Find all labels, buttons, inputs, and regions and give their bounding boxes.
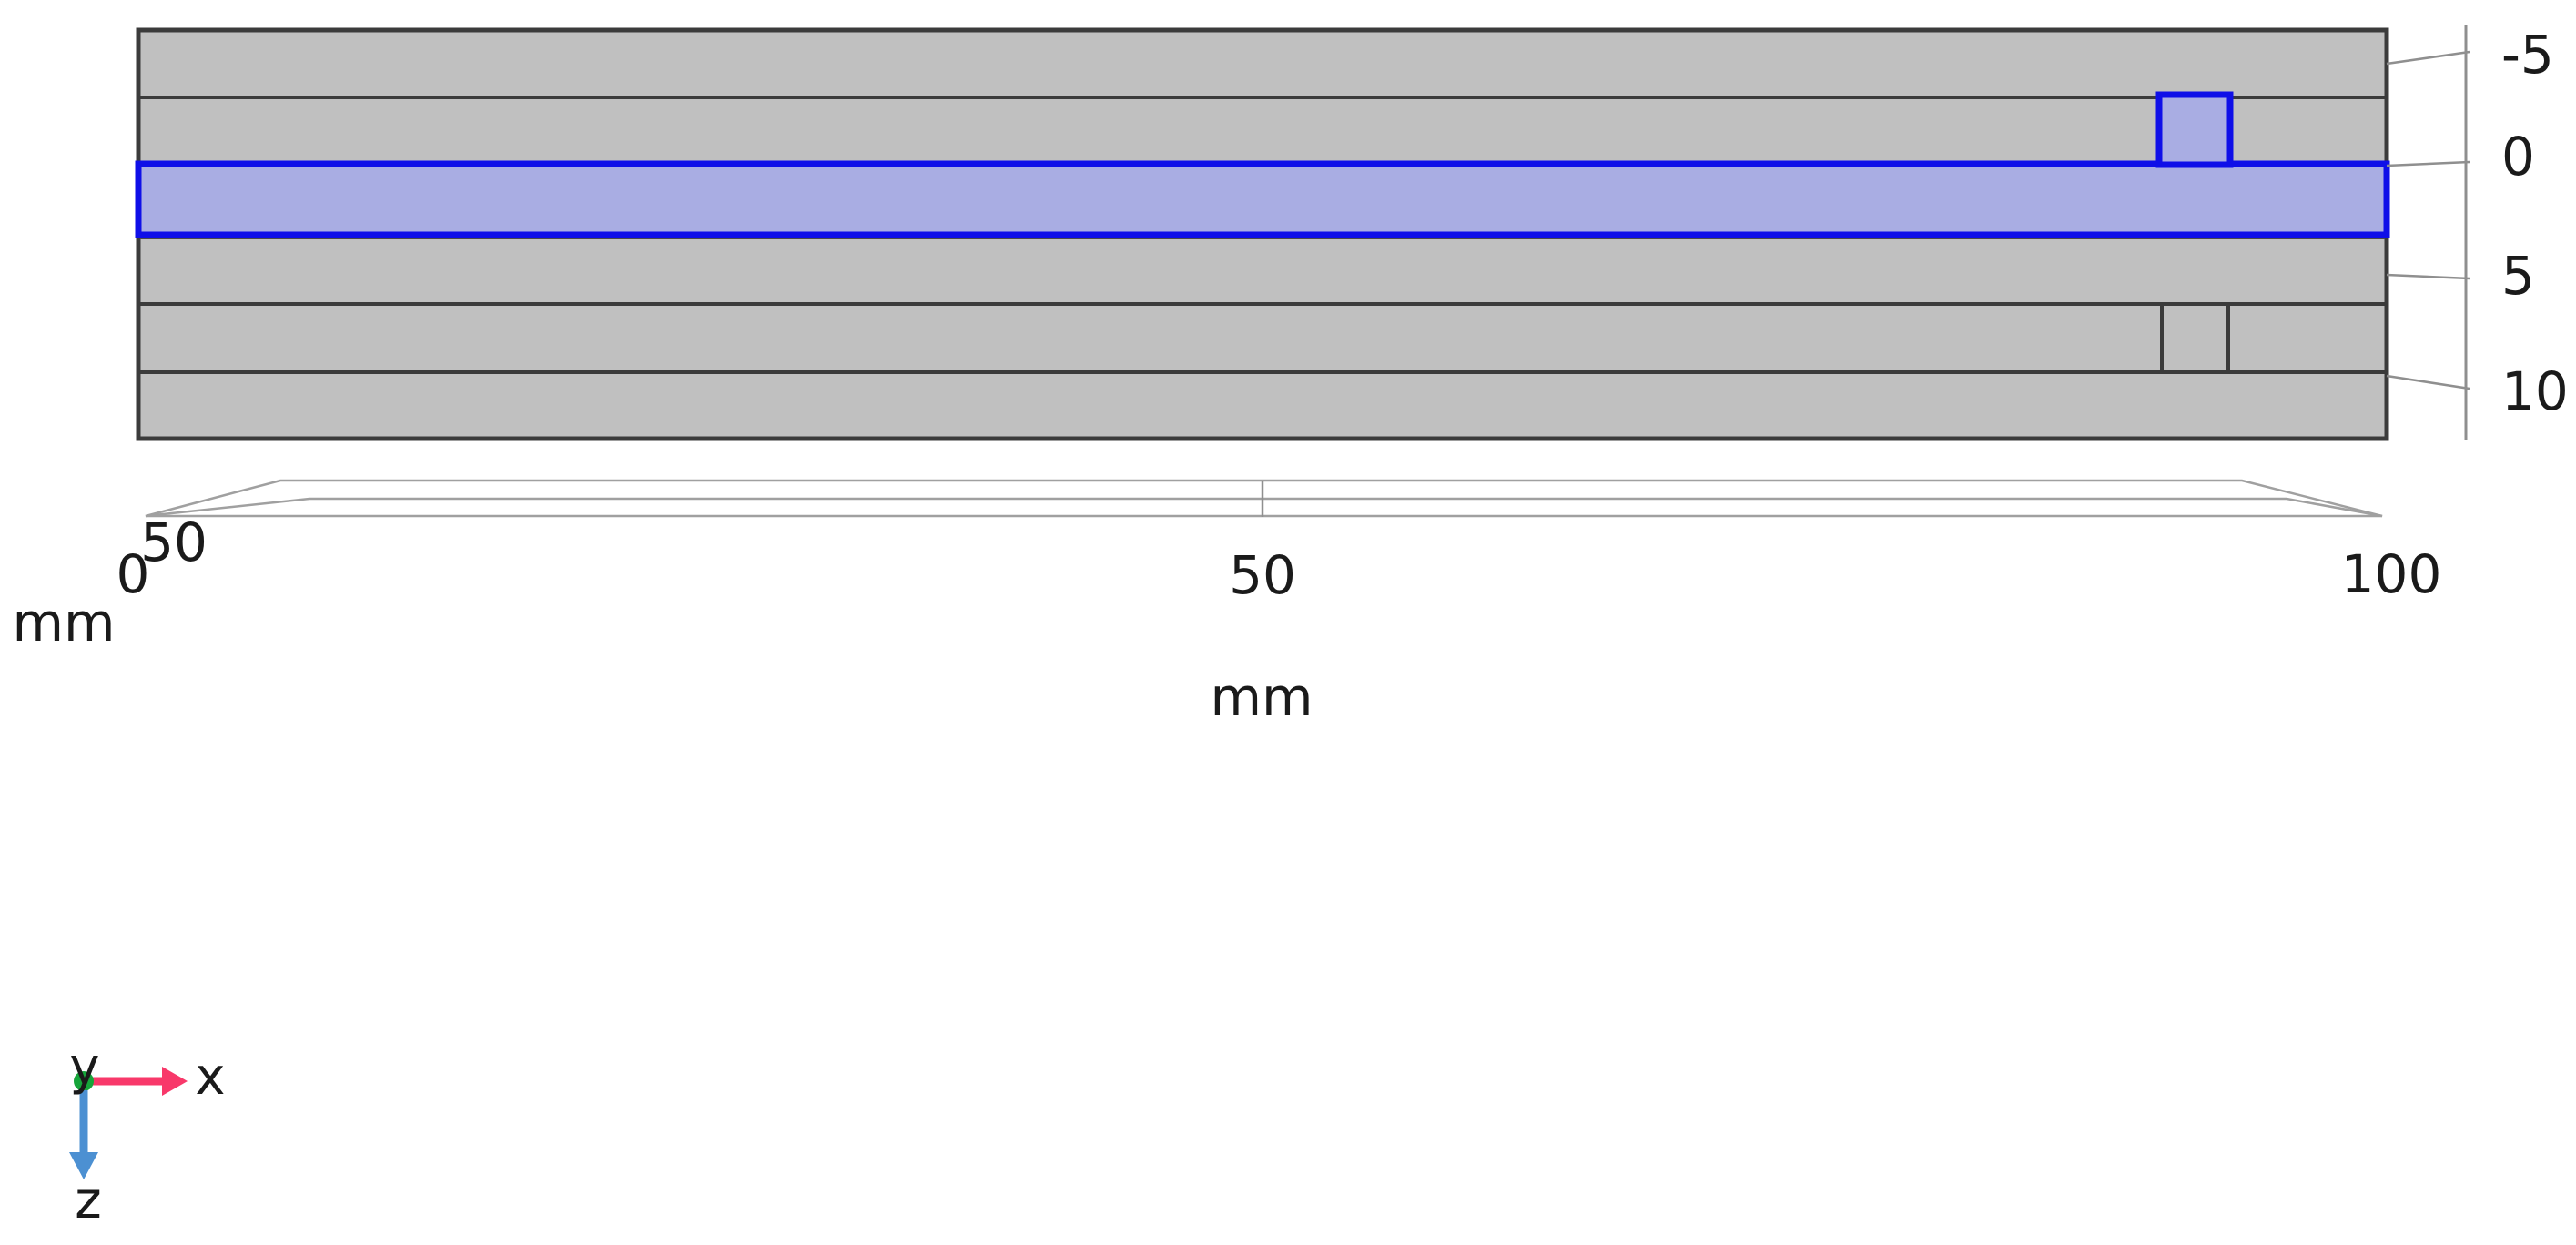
embedded-cell-domain[interactable]: [2160, 306, 2230, 370]
layer-domain-2[interactable]: [140, 97, 2385, 164]
layer-domain-6[interactable]: [140, 372, 2385, 437]
selected-layer-domain[interactable]: [135, 160, 2390, 238]
layer-domain-1[interactable]: [140, 32, 2385, 97]
y-axis-dot-icon: [74, 1071, 94, 1091]
z-ruler-leader-0: [2386, 160, 2470, 167]
triad-x-label: x: [195, 1048, 225, 1107]
triad-z-label: z: [75, 1171, 101, 1230]
xy-plane-outline: [145, 479, 2383, 518]
y-axis-unit-label: mm: [13, 592, 116, 653]
z-tick-label: 10: [2501, 360, 2569, 422]
x-axis-arrowhead-icon: [162, 1067, 188, 1096]
layer-domain-5[interactable]: [140, 304, 2385, 372]
z-tick-label: 5: [2501, 245, 2535, 307]
selected-via-domain[interactable]: [2155, 91, 2234, 168]
xy-plane-midline: [145, 497, 2383, 518]
z-ruler-leader-5: [2386, 273, 2470, 280]
x-axis-unit-label: mm: [1211, 666, 1313, 728]
y-tick-label: 50: [140, 511, 208, 573]
z-ruler-leader-neg5: [2386, 50, 2470, 66]
z-axis-arrowhead-icon: [69, 1152, 98, 1179]
z-ruler-leader-10: [2386, 374, 2470, 390]
x-tick-label: 50: [1229, 544, 1296, 606]
xy-plane-ruler: [145, 479, 2383, 518]
triad-y-label: y: [69, 1038, 99, 1097]
z-tick-label: 0: [2501, 126, 2535, 187]
z-tick-label: -5: [2501, 24, 2554, 86]
x-tick-label: 0: [117, 543, 150, 605]
view-triad: x y z: [69, 1038, 226, 1230]
x-tick-label: 100: [2341, 543, 2442, 605]
layer-domain-4[interactable]: [140, 238, 2385, 304]
